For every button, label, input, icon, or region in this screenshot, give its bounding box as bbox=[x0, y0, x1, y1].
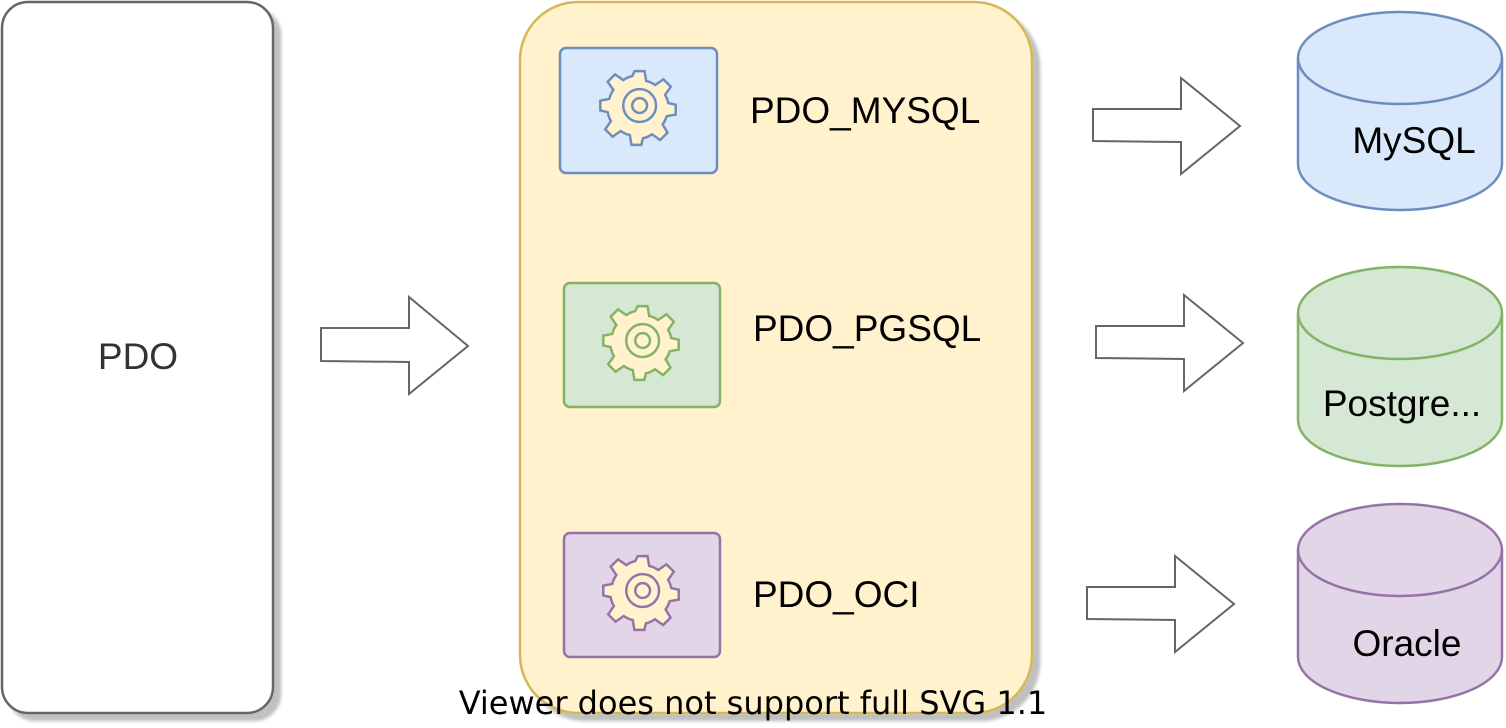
database-label-mysql: MySQL bbox=[1352, 120, 1475, 161]
driver-pgsql: PDO_PGSQL bbox=[562, 281, 981, 409]
database-mysql: MySQL bbox=[1296, 10, 1504, 212]
gear-icon bbox=[602, 554, 680, 632]
pdo-box: PDO bbox=[0, 0, 275, 715]
driver-oci: PDO_OCI bbox=[562, 531, 920, 659]
database-postgres: Postgre... bbox=[1296, 265, 1504, 468]
driver-mysql: PDO_MYSQL bbox=[558, 46, 980, 175]
database-label-postgres: Postgre... bbox=[1323, 383, 1481, 424]
database-label-oracle: Oracle bbox=[1353, 623, 1462, 664]
svg-support-notice: Viewer does not support full SVG 1.1 bbox=[459, 684, 1048, 722]
arrow-to-postgres bbox=[1095, 292, 1245, 394]
arrow-to-mysql bbox=[1092, 75, 1242, 177]
gear-icon bbox=[602, 304, 680, 382]
driver-label-oci: PDO_OCI bbox=[753, 574, 920, 615]
arrow-to-oracle bbox=[1086, 553, 1236, 655]
pdo-label: PDO bbox=[98, 336, 178, 377]
driver-label-pgsql: PDO_PGSQL bbox=[753, 308, 981, 349]
gear-icon bbox=[599, 69, 677, 147]
driver-label-mysql: PDO_MYSQL bbox=[750, 90, 980, 131]
database-oracle: Oracle bbox=[1296, 502, 1504, 705]
arrow-pdo-to-drivers bbox=[320, 294, 470, 397]
